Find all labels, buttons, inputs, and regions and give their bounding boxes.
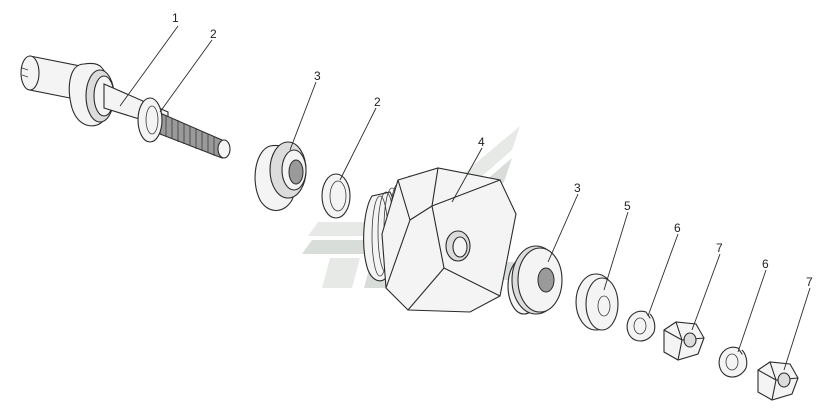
callout-6-first: 6 [674,221,681,235]
leader-lines [119,25,811,371]
washer-part-2-second [321,173,351,219]
bushing-part-3-second [507,245,563,315]
callout-6-second: 6 [762,257,769,271]
callout-3-first: 3 [314,69,321,83]
callout-4: 4 [478,135,485,149]
callout-2-first: 2 [210,27,217,41]
hex-plug-part-4 [363,167,517,313]
callout-2-second: 2 [374,95,381,109]
callout-5: 5 [624,199,631,213]
hex-nut-part-7-second [757,361,799,401]
callout-7-second: 7 [806,275,813,289]
bushing-part-3-first [254,141,307,212]
callout-3-second: 3 [574,181,581,195]
lock-washer-part-6-second [718,346,748,378]
washer-part-2-first [137,97,163,143]
callout-labels: 1 2 3 2 4 3 5 6 7 6 7 [172,11,813,289]
callout-7-first: 7 [716,241,723,255]
lock-washer-part-6-first [626,310,656,342]
callout-1: 1 [172,11,179,25]
hex-nut-part-7-first [663,321,705,361]
flat-washer-part-5 [575,273,619,331]
bolt-part-1 [20,55,231,159]
